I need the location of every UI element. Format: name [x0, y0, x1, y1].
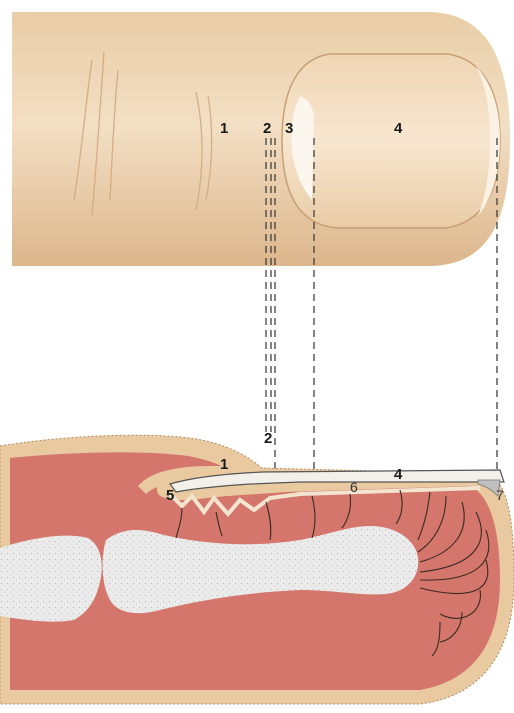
nail-plate-exterior	[282, 54, 500, 228]
label-bottom-7: 7	[496, 487, 504, 503]
label-bottom-1: 1	[220, 456, 228, 473]
label-top-4: 4	[394, 120, 403, 137]
label-bottom-2: 2	[264, 430, 272, 447]
finger-exterior-view	[12, 12, 510, 266]
label-top-3: 3	[285, 120, 293, 137]
label-top-1: 1	[220, 120, 228, 137]
label-bottom-5: 5	[166, 487, 174, 504]
finger-cross-section	[0, 435, 514, 704]
label-top-2: 2	[263, 120, 271, 137]
middle-phalanx-bone	[0, 536, 102, 622]
label-bottom-6: 6	[350, 479, 358, 495]
label-bottom-4: 4	[394, 466, 403, 483]
